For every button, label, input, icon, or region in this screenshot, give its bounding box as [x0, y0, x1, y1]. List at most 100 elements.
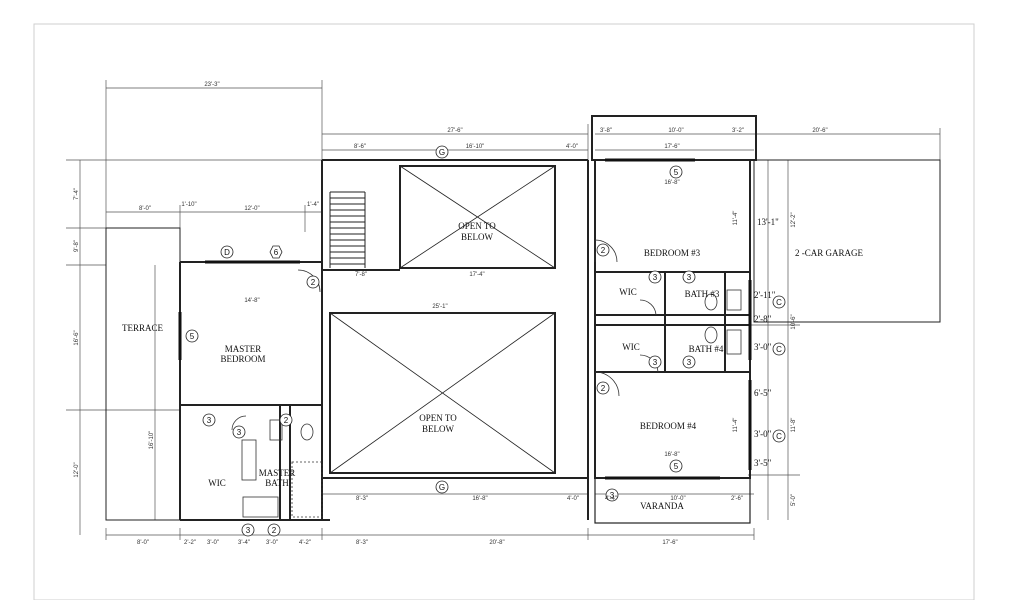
master-bedroom-label-2: BEDROOM	[220, 354, 265, 364]
height-label: 3'-0"	[754, 429, 772, 439]
shower-icon	[291, 461, 323, 518]
height-label: 6'-5"	[754, 388, 772, 398]
walls	[105, 115, 941, 524]
open-below-top-label-1: OPEN TO	[458, 221, 496, 231]
dim-label: 20'-8"	[489, 540, 504, 546]
dim-label: 8'-3"	[356, 496, 368, 502]
dim-label: 16'-8"	[664, 180, 679, 186]
dim-label: 17'-6"	[664, 144, 679, 150]
door-3-tag-text: 3	[246, 526, 251, 535]
dim-label: 16'-8"	[472, 496, 487, 502]
window-5-tag-text: 5	[674, 462, 679, 471]
dim-label: 4'-0"	[566, 144, 578, 150]
door-3-tag-icon	[202, 413, 216, 427]
dim-label: 16'-6"	[74, 330, 80, 345]
stair-treads	[329, 191, 366, 268]
dim-label: 25'-1"	[432, 304, 447, 310]
window-5-tag-icon	[669, 459, 683, 473]
open-below-main-label-1: OPEN TO	[419, 413, 457, 423]
door-3-tag-icon	[648, 355, 662, 369]
height-label: 2'-8"	[754, 314, 772, 324]
bath-4-label: BATH #4	[689, 344, 724, 354]
door-d-tag-text: D	[224, 248, 230, 257]
height-label: 2'-11"	[754, 290, 776, 300]
dim-label: 10'-6"	[791, 314, 797, 329]
dim-label: 12'-2"	[791, 212, 797, 227]
wall-c-tag-text: C	[776, 432, 782, 441]
open-below-crosses	[329, 165, 556, 474]
wall-c-tag-icon	[772, 429, 786, 443]
dim-label: 10'-0"	[668, 128, 683, 134]
dim-label: 4'-2"	[299, 540, 311, 546]
dim-label: 7'-8"	[355, 272, 367, 278]
dim-label: 16'-10"	[149, 431, 155, 450]
bedroom-3-label: BEDROOM #3	[644, 248, 701, 258]
sink-icon	[269, 419, 283, 441]
dim-label: 8'-6"	[354, 144, 366, 150]
vanity-icon	[241, 439, 257, 481]
dim-label: 5'-0"	[791, 494, 797, 506]
dim-label: 3'-8"	[600, 128, 612, 134]
dim-label: 8'-3"	[356, 540, 368, 546]
bath-3-label: BATH #3	[685, 289, 720, 299]
door-2-tag-text: 2	[272, 526, 277, 535]
door-2-tag-icon	[267, 523, 281, 537]
dim-label: 8'-0"	[137, 540, 149, 546]
master-bath-label-2: BATH	[265, 478, 289, 488]
tub-icon	[242, 496, 279, 518]
dim-label: 16'-10"	[466, 144, 485, 150]
door-2-tag-text: 2	[601, 246, 606, 255]
door-3-tag-text: 3	[653, 358, 658, 367]
wic-lower-label: WIC	[622, 342, 640, 352]
fixtures	[241, 289, 742, 518]
dim-label: 8'-0"	[139, 206, 151, 212]
door-2-tag-icon	[306, 275, 320, 289]
door-3-tag-icon	[648, 270, 662, 284]
door-3-tag-icon	[682, 355, 696, 369]
dim-label: 12'-0"	[244, 206, 259, 212]
dim-label: 23'-3"	[204, 82, 219, 88]
dim-label: 2'-6"	[731, 496, 743, 502]
section-g-tag-text: G	[439, 483, 445, 492]
sink-icon	[726, 329, 742, 355]
garage-label: 2 -CAR GARAGE	[795, 248, 864, 258]
height-label: 13'-1"	[757, 217, 779, 227]
section-g-tag-text: G	[439, 148, 445, 157]
dim-label: 4'-0"	[567, 496, 579, 502]
dim-label: 16'-8"	[664, 452, 679, 458]
window-5-tag-text: 5	[674, 168, 679, 177]
door-2-tag-text: 2	[311, 278, 316, 287]
door-2-tag-icon	[596, 381, 610, 395]
dim-label: 3'-0"	[207, 540, 219, 546]
wic-master-label: WIC	[208, 478, 226, 488]
window-6-tag-text: 6	[274, 248, 279, 257]
window-5-tag-icon	[669, 165, 683, 179]
open-below-main-label-2: BELOW	[422, 424, 454, 434]
toilet-icon	[704, 326, 718, 344]
height-label: 3'-5"	[754, 458, 772, 468]
window-6-tag-icon	[269, 245, 283, 259]
toilet-icon	[704, 293, 718, 311]
toilet-icon	[300, 423, 314, 441]
dim-label: 3'-4"	[238, 540, 250, 546]
sheet-border	[33, 23, 975, 600]
dim-label: 1'-10"	[181, 202, 196, 208]
dim-label: 2'-2"	[184, 540, 196, 546]
dim-label: 3'-2"	[732, 128, 744, 134]
open-below-top-label-2: BELOW	[461, 232, 493, 242]
door-d-tag-icon	[220, 245, 234, 259]
wall-c-tag-text: C	[776, 345, 782, 354]
dim-label: 11'-4"	[733, 211, 739, 226]
dim-label: 9'-8"	[74, 240, 80, 252]
dim-label: 27'-6"	[447, 128, 462, 134]
door-3-tag-icon	[241, 523, 255, 537]
door-2-tag-icon	[279, 413, 293, 427]
height-label: 3'-0"	[754, 342, 772, 352]
door-3-tag-text: 3	[237, 428, 242, 437]
window-5-tag-text: 5	[190, 332, 195, 341]
wic-upper-label: WIC	[619, 287, 637, 297]
door-2-tag-text: 2	[601, 384, 606, 393]
door-2-tag-icon	[596, 243, 610, 257]
door-2-tag-text: 2	[284, 416, 289, 425]
dimension-lines	[66, 80, 941, 540]
